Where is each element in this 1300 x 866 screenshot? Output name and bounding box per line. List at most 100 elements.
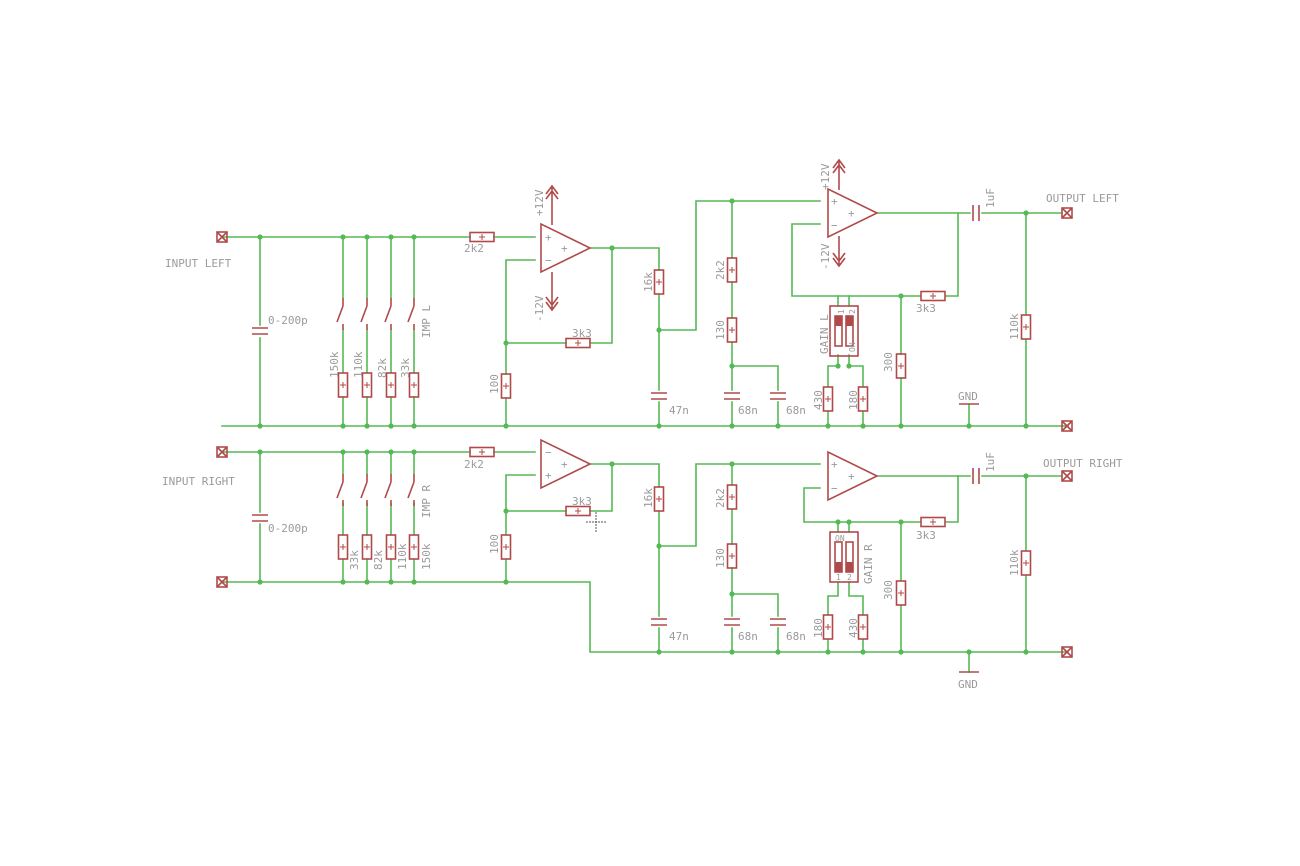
r130-left-label: 130 [714,320,727,340]
resistor-110k-out-left [1020,314,1032,340]
load-right-3: 110k [396,543,409,570]
junction-dot [898,649,904,655]
junction-dot [388,234,394,240]
junction-dot [846,519,852,525]
resistor-130-right [726,543,738,569]
c68b-right-label: 68n [786,630,806,643]
rg-left-label: 100 [488,374,501,394]
rin-left-label: 2k2 [464,242,484,255]
c68a-left-label: 68n [738,404,758,417]
junction-dot [609,461,615,467]
junction-dot [257,234,263,240]
junction-dot [364,234,370,240]
input-left-label: INPUT LEFT [165,257,232,270]
junction-dot [656,423,662,429]
port-gnd-right-out [1061,646,1073,658]
load-switches [336,298,415,506]
resistors [337,231,1032,640]
svg-text:+: + [831,458,838,471]
dip-switch-gain-right [829,531,859,583]
rf-right-label: 3k3 [572,495,592,508]
switch-load-left-4 [407,298,415,330]
imp-left-label: IMP L [420,305,433,338]
cin-left-label: 0-200p [268,314,308,327]
junction-dot [411,234,417,240]
c68a-right-label: 68n [738,630,758,643]
junction-dot [825,649,831,655]
switch-load-left-3 [384,298,392,330]
input-right-label: INPUT RIGHT [162,475,235,488]
svg-text:−: − [831,219,838,232]
junction-dot [257,449,263,455]
switch-load-right-1 [336,474,344,506]
dip-left-pos2: 2 [848,309,857,314]
load-right-1: 33k [348,550,361,570]
rf2-right-label: 3k3 [916,529,936,542]
resistor-300-right [895,580,907,606]
gnd-label-right: GND [958,678,978,691]
load-left-2: 110k [352,351,365,378]
load-left-3: 82k [376,358,389,378]
junction-dot [411,449,417,455]
capacitor-47n-right [651,618,667,626]
port-gnd-left-out [1061,420,1073,432]
r180-left-label: 180 [847,390,860,410]
capacitor-47n-left [651,392,667,400]
junction-dot [257,579,263,585]
resistor-load-left-2 [361,372,373,398]
capacitor-cin-left [252,327,268,335]
dip-right-on: ON [835,534,845,543]
svg-text:−: − [831,482,838,495]
dip-left-on: ON [848,342,857,352]
dip-left-pos1: 1 [837,309,846,314]
supply-neg-left2: -12V [819,243,832,270]
rin-right-label: 2k2 [464,458,484,471]
junction-dot [860,423,866,429]
junction-dot [609,245,615,251]
load-left-4: 33k [399,358,412,378]
svg-text:+: + [831,195,838,208]
resistor-180-left [857,386,869,412]
gnd-label-left: GND [958,390,978,403]
resistor-rg-right [500,534,512,560]
resistor-load-left-4 [408,372,420,398]
junction-dot [835,519,841,525]
junction-dot [503,423,509,429]
resistor-rg-left [500,373,512,399]
capacitor-out-left [972,205,980,221]
resistor-load-right-3 [385,534,397,560]
junction-dot [340,234,346,240]
junction-dot [966,423,972,429]
junction-dot [775,423,781,429]
opamp-right-1: −+ + [540,438,592,490]
load-right-4: 150k [420,543,433,570]
opamp-left-2: +− + [827,187,879,239]
r300-left-label: 300 [882,352,895,372]
svg-text:+: + [848,207,855,220]
junction-dot [860,649,866,655]
junction-dot [388,449,394,455]
r16-left-label: 16k [642,272,655,292]
junction-dot [411,423,417,429]
junction-dots [257,198,1029,655]
port-output-right [1061,470,1073,482]
rout-right-label: 110k [1008,549,1021,576]
capacitor-68n-a-right [724,618,740,626]
junction-dot [340,579,346,585]
resistor-2k2-left [726,257,738,283]
resistor-2k2-right [726,484,738,510]
resistor-180-right [822,614,834,640]
r430-left-label: 430 [812,390,825,410]
c68b-left-label: 68n [786,404,806,417]
resistor-130-left [726,317,738,343]
c47-left-label: 47n [669,404,689,417]
resistor-430-left [822,386,834,412]
junction-dot [1023,210,1029,216]
left-channel-wires [221,200,1069,427]
svg-text:−: − [545,254,552,267]
rg-right-label: 100 [488,534,501,554]
gain-left-label: GAIN L [818,314,831,354]
switch-load-left-2 [360,298,368,330]
output-left-label: OUTPUT LEFT [1046,192,1119,205]
junction-dot [729,198,735,204]
